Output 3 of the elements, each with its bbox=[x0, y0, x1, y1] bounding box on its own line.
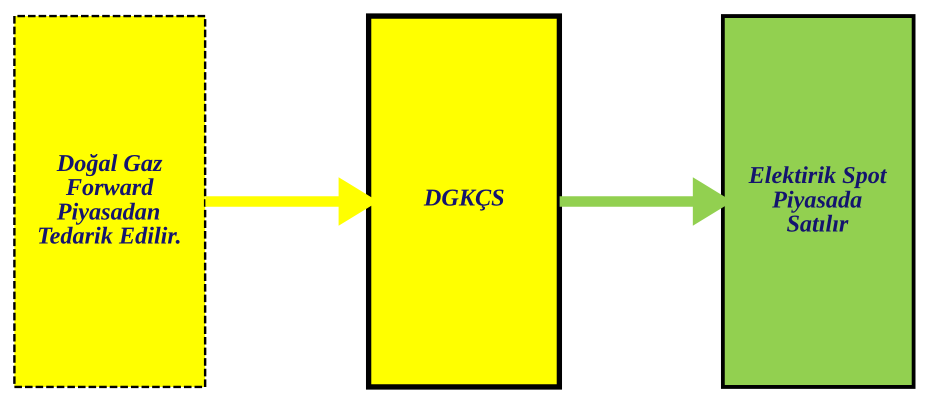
node-box: DGKÇS bbox=[366, 12, 562, 390]
node-box: Elektirik Spot Piyasada Satılır bbox=[720, 14, 916, 388]
node-box: Doğal Gaz Forward Piyasadan Tedarik Edilir. bbox=[13, 14, 206, 388]
